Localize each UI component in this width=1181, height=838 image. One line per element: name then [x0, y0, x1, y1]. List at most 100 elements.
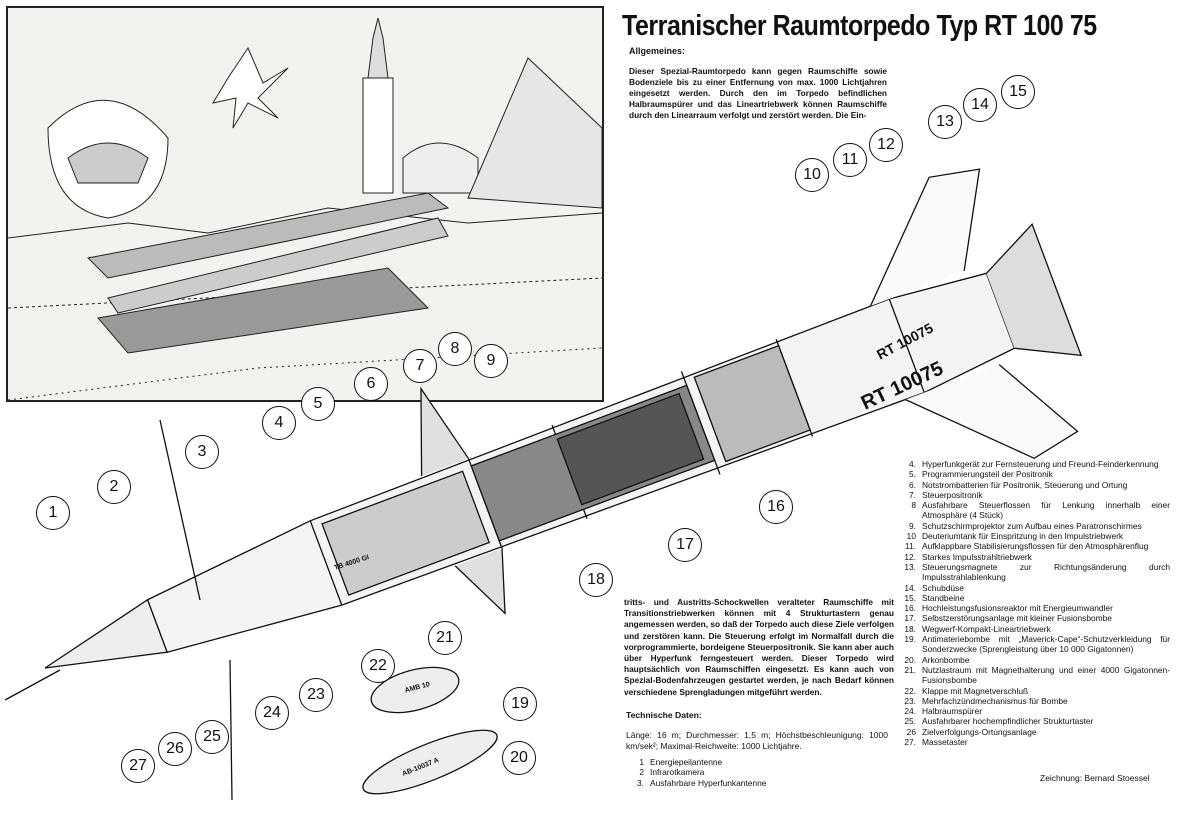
legend-number: 26: [906, 726, 916, 737]
legend-item: 12.Starkes Impulsstrahltriebwerk: [898, 552, 1170, 562]
legend-item: 3. Ausfahrbare Hyperfunkantenne: [626, 778, 888, 788]
callout-6: 6: [354, 367, 388, 401]
callout-11: 11: [833, 143, 867, 177]
callout-8: 8: [438, 332, 472, 366]
legend-number: 17.: [904, 613, 916, 624]
callout-2: 2: [97, 470, 131, 504]
callout-21: 21: [428, 621, 462, 655]
legend-text: Schutzschirmprojektor zum Aufbau eines P…: [922, 520, 1142, 531]
callout-17: 17: [668, 528, 702, 562]
callout-13: 13: [928, 105, 962, 139]
legend-text: Schubdüse: [922, 582, 964, 593]
callout-23: 23: [299, 678, 333, 712]
legend-item: 27. Massetaster: [898, 737, 1170, 747]
legend-number: 3.: [637, 777, 644, 788]
callout-16: 16: [759, 490, 793, 524]
legend-item: 19.Antimateriebombe mit „Maverick-Cape“-…: [898, 634, 1170, 655]
legend-number: 6.: [909, 479, 916, 490]
legend-number: 27.: [904, 737, 916, 748]
callout-14: 14: [963, 88, 997, 122]
callout-10: 10: [795, 158, 829, 192]
legend-text: Zielverfolgungs-Ortungsanlage: [922, 726, 1037, 737]
legend-number: 22.: [904, 685, 916, 696]
legend-list-right: 4. Hyperfunkgerät zur Fernsteuerung und F…: [898, 459, 1170, 747]
legend-number: 12.: [904, 551, 916, 562]
legend-text: Ausfahrbare Steuerflossen für Lenkung in…: [922, 500, 1170, 521]
callout-5: 5: [301, 387, 335, 421]
legend-text: Energiepeilantenne: [650, 757, 723, 767]
legend-number: 11.: [904, 541, 916, 552]
legend-item: 11. Aufklappbare Stabilisierungsflossen f…: [898, 541, 1170, 551]
tech-heading: Technische Daten:: [626, 710, 702, 720]
legend-text: Infrarotkamera: [650, 767, 705, 778]
legend-text: Notstrombatterien für Positronik, Steuer…: [922, 479, 1128, 490]
legend-item: 21. Nutzlastraum mit Magnethalterung und …: [898, 665, 1170, 686]
callout-25: 25: [195, 720, 229, 754]
legend-number: 16.: [904, 603, 916, 614]
callout-1: 1: [36, 496, 70, 530]
legend-text: Hyperfunkgerät zur Fernsteuerung und Fre…: [922, 459, 1159, 469]
legend-number: 19.: [904, 634, 916, 645]
legend-text: Wegwerf-Kompakt-Lineartriebwerk: [922, 623, 1051, 634]
legend-item: 5. Programmierungsteil der Positronik: [898, 469, 1170, 479]
legend-number: 7.: [909, 489, 916, 500]
legend-text: Nutzlastraum mit Magnethalterung und ein…: [922, 664, 1170, 686]
legend-item: 26 Zielverfolgungs-Ortungsanlage: [898, 727, 1170, 737]
legend-text: Programmierungsteil der Positronik: [922, 469, 1053, 480]
illustrator-credit: Zeichnung: Bernard Stoessel: [1040, 773, 1150, 783]
callout-4: 4: [262, 406, 296, 440]
legend-item: 16. Hochleistungsfusionsreaktor mit Energ…: [898, 603, 1170, 613]
callout-27: 27: [121, 749, 155, 783]
legend-item: 22. Klappe mit Magnetverschluß: [898, 686, 1170, 696]
legend-number: 5.: [909, 469, 916, 480]
legend-number: 4.: [909, 459, 916, 469]
legend-item: 8 Ausfahrbare Steuerflossen für Lenkung i…: [898, 500, 1170, 521]
legend-item: 13. Steuerungsmagnete zur Richtungsänderu…: [898, 562, 1170, 583]
arkon-bomb-shape: [362, 729, 498, 795]
callout-19: 19: [503, 687, 537, 721]
callout-18: 18: [579, 563, 613, 597]
callout-26: 26: [158, 732, 192, 766]
callout-22: 22: [361, 649, 395, 683]
legend-item: 10 Deuteriumtank für Einspritzung in den …: [898, 531, 1170, 541]
legend-number: 10: [906, 531, 916, 542]
legend-item: 7.Steuerpositronik: [898, 490, 1170, 500]
legend-item: 20. Arkonbombe: [898, 655, 1170, 665]
legend-item: 6. Notstrombatterien für Positronik, Steu…: [898, 480, 1170, 490]
legend-number: 25.: [904, 716, 916, 727]
legend-item: 17.Selbstzerstörungsanlage mit kleiner F…: [898, 613, 1170, 623]
legend-number: 20.: [904, 654, 916, 665]
general-heading: Allgemeines:: [629, 46, 686, 56]
legend-text: Mehrfachzündmechanismus für Bombe: [922, 695, 1068, 706]
legend-text: Standbeine: [922, 592, 965, 603]
legend-text: Steuerungsmagnete zur Richtungsänderung …: [922, 561, 1170, 583]
legend-text: Ausfahrbare Hyperfunkantenne: [650, 777, 767, 788]
legend-text: Ausfahrbarer hochempfindlicher Strukturt…: [922, 716, 1094, 727]
callout-9: 9: [474, 344, 508, 378]
legend-item: 14. Schubdüse: [898, 583, 1170, 593]
callout-7: 7: [403, 349, 437, 383]
legend-text: Massetaster: [922, 737, 968, 748]
legend-text: Klappe mit Magnetverschluß: [922, 685, 1029, 696]
legend-text: Hochleistungsfusionsreaktor mit Energieu…: [922, 603, 1113, 614]
page-title: Terranischer Raumtorpedo Typ RT 100 75: [622, 10, 1097, 42]
legend-number: 13.: [904, 561, 916, 572]
legend-text: Deuteriumtank für Einspritzung in den Im…: [922, 531, 1124, 542]
continued-paragraph: tritts- und Austritts-Schockwellen veral…: [624, 597, 894, 697]
callout-20: 20: [502, 741, 536, 775]
legend-number: 2: [639, 767, 644, 778]
legend-item: 18.Wegwerf-Kompakt-Lineartriebwerk: [898, 624, 1170, 634]
callout-12: 12: [869, 128, 903, 162]
legend-number: 8: [911, 500, 916, 511]
legend-text: Arkonbombe: [922, 654, 970, 665]
intro-paragraph: Dieser Spezial-Raumtorpedo kann gegen Ra…: [629, 66, 887, 120]
legend-item: 9. Schutzschirmprojektor zum Aufbau eines…: [898, 521, 1170, 531]
legend-number: 14.: [904, 582, 916, 593]
legend-text: Aufklappbare Stabilisierungsflossen für …: [922, 541, 1149, 552]
legend-number: 21.: [904, 664, 916, 675]
legend-item: 24.Halbraumspürer: [898, 706, 1170, 716]
callout-3: 3: [185, 435, 219, 469]
legend-number: 9.: [909, 520, 916, 531]
